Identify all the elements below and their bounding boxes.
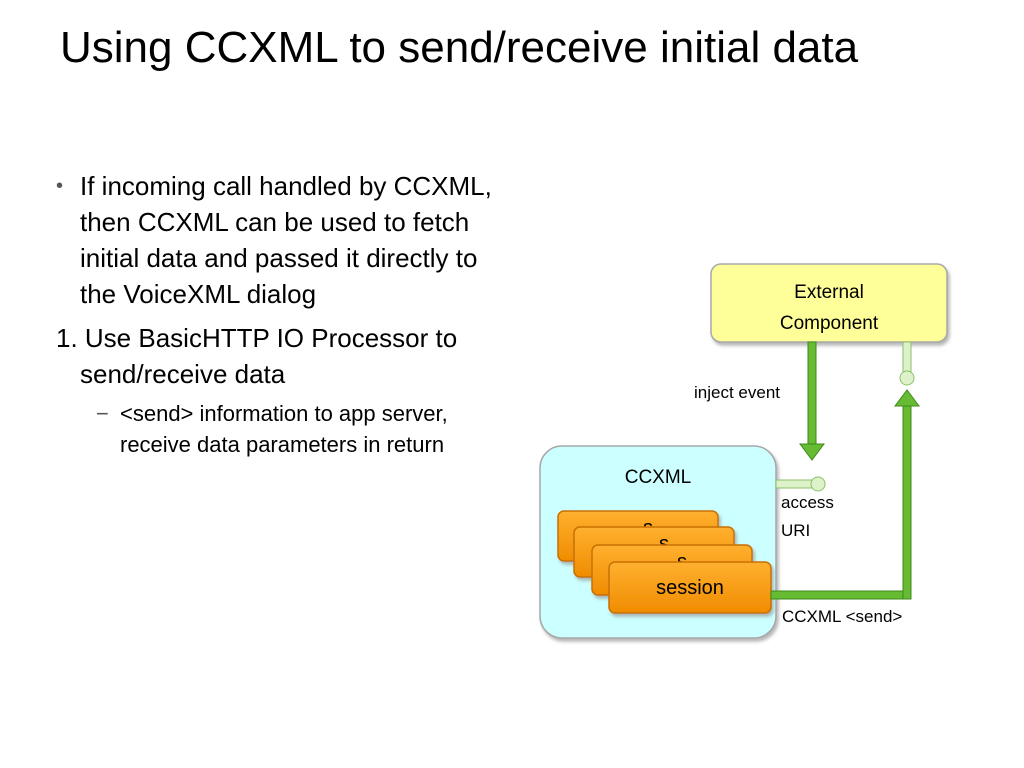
- external-component-rect: [710, 263, 948, 343]
- external-component-label-2: Component: [780, 313, 879, 334]
- session-box-front: session: [608, 561, 772, 614]
- slide-title: Using CCXML to send/receive initial data: [60, 23, 859, 72]
- send-arrow-vertical: [902, 405, 912, 600]
- external-component-box: External Component: [710, 263, 948, 343]
- body-text: • If incoming call handled by CCXML, the…: [56, 168, 506, 460]
- sub-bullet-item: − <send> information to app server, rece…: [56, 398, 506, 460]
- bullet-item: • If incoming call handled by CCXML, the…: [56, 168, 506, 312]
- external-component-label-1: External: [794, 282, 864, 303]
- session-stack: s s s session: [557, 510, 772, 614]
- sub-bullet-text: <send> information to app server, receiv…: [120, 401, 448, 457]
- send-arrow-horizontal: [770, 590, 912, 600]
- arrow-up-icon: [894, 389, 920, 407]
- external-uri-connector: [899, 341, 915, 386]
- dash-icon: −: [96, 401, 109, 426]
- arrow-down-icon: [799, 443, 825, 461]
- session-rect-front: [608, 561, 772, 614]
- access-uri-endpoint-icon: [810, 476, 826, 492]
- session-label: session: [656, 577, 724, 599]
- bullet-intro-text: If incoming call handled by CCXML, then …: [80, 171, 492, 309]
- ccxml-send-arrow: [770, 389, 920, 600]
- inject-arrow-shaft: [807, 341, 817, 445]
- ccxml-send-label: CCXML <send>: [782, 607, 902, 626]
- access-uri-connector: [775, 476, 826, 492]
- inject-event-label: inject event: [694, 383, 780, 402]
- ccxml-label: CCXML: [625, 467, 692, 488]
- bullet-icon: •: [56, 175, 64, 197]
- access-uri-stub: [775, 479, 817, 489]
- numbered-item: 1. Use BasicHTTP IO Processor to send/re…: [56, 323, 458, 389]
- access-uri-label-1: access: [781, 493, 834, 512]
- access-uri-label-2: URI: [781, 521, 810, 540]
- session-label-partial-2: s: [659, 533, 669, 555]
- external-uri-endpoint-icon: [899, 370, 915, 386]
- inject-event-arrow: [799, 341, 825, 461]
